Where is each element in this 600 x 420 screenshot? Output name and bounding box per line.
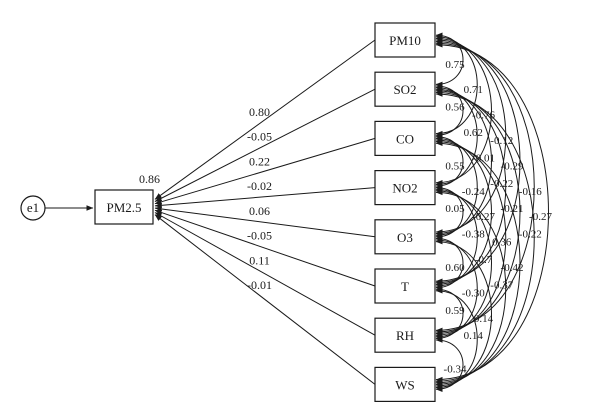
correlation-value-so2-no2: 0.62 (464, 127, 483, 139)
correlation-value-pm10-t: -0.29 (501, 160, 524, 172)
outcome-node (94, 189, 154, 225)
correlation-value-so2-t: -0.22 (490, 178, 513, 190)
path-coefficient-t: -0.05 (247, 229, 272, 243)
r-squared-label: 0.86 (139, 172, 160, 186)
correlation-value-t-rh: 0.59 (445, 305, 465, 317)
correlation-arc-pm10-ws (435, 42, 549, 383)
correlation-arcs: 0.750.71-0.76-0.12-0.29-0.16-0.270.560.6… (435, 32, 552, 392)
predictor-node-ws (374, 366, 436, 402)
correlation-arc-pm10-so2 (435, 32, 464, 88)
correlation-value-o3-ws: 0.14 (474, 313, 494, 325)
path-arrow-ws (154, 214, 376, 385)
path-arrow-no2 (154, 187, 376, 209)
correlation-arc-co-no2 (435, 134, 464, 189)
path-arrow-pm10 (154, 39, 376, 200)
correlation-value-co-ws: -0.42 (501, 262, 524, 274)
correlation-arc-so2-co (435, 83, 464, 138)
outcome-label: PM2.5 (106, 200, 141, 215)
correlation-value-pm10-o3: -0.12 (490, 135, 513, 147)
path-arrow-co (154, 137, 376, 205)
path-arrow-so2 (154, 88, 376, 202)
predictor-node-rh (374, 317, 436, 353)
path-coefficient-rh: 0.11 (249, 253, 270, 267)
correlation-arc-rh-ws (435, 337, 464, 392)
correlation-arc-t-rh (435, 286, 464, 342)
correlation-arc-co-ws (435, 140, 521, 386)
predictor-node-so2 (374, 71, 436, 107)
predictor-node-pm10 (374, 22, 436, 58)
predictor-node-t (374, 268, 436, 304)
path-coefficient-o3: 0.06 (249, 204, 270, 218)
correlation-arc-pm10-rh (435, 40, 535, 334)
correlation-value-co-o3: -0.24 (462, 186, 485, 198)
correlation-value-pm10-co: 0.71 (464, 84, 483, 96)
predictor-node-no2 (374, 170, 436, 206)
predictor-label-o3: O3 (397, 230, 413, 245)
path-coefficient-co: 0.22 (249, 154, 270, 168)
predictor-label-no2: NO2 (392, 181, 417, 196)
path-coefficient-pm10: 0.80 (249, 105, 270, 119)
path-coefficient-ws: -0.01 (247, 278, 272, 292)
predictor-label-t: T (401, 279, 409, 294)
path-arrow-rh (154, 212, 376, 336)
correlation-value-no2-t: -0.38 (462, 229, 485, 241)
correlation-arc-o3-t (435, 235, 464, 291)
correlation-value-o3-rh: -0.30 (462, 287, 485, 299)
predictor-label-co: CO (396, 131, 414, 146)
correlation-arc-so2-ws (435, 91, 535, 384)
correlation-value-co-rh: 0.36 (492, 237, 512, 249)
path-arrow-t (154, 209, 376, 287)
predictor-label-rh: RH (396, 328, 414, 343)
path-coefficient-no2: -0.02 (247, 179, 272, 193)
correlation-value-so2-o3: -0.01 (472, 152, 495, 164)
predictor-node-o3 (374, 219, 436, 255)
correlation-value-no2-rh: -0.7 (475, 254, 493, 266)
correlation-value-pm10-ws: -0.27 (529, 211, 552, 223)
correlation-value-so2-ws: -0.22 (519, 229, 542, 241)
error-term-label: e1 (27, 200, 39, 215)
path-coefficient-so2: -0.05 (247, 130, 272, 144)
predictor-label-pm10: PM10 (389, 33, 421, 48)
path-arrow-o3 (154, 206, 376, 238)
correlation-value-t-ws: 0.14 (464, 330, 484, 342)
regression-paths: 0.80 -0.05 0.22 -0.02 0.06 -0.05 0.11 -0.01 (154, 39, 376, 385)
correlation-value-so2-co: 0.56 (445, 102, 465, 114)
correlation-value-pm10-so2: 0.75 (445, 59, 465, 71)
predictor-label-so2: SO2 (393, 82, 416, 97)
correlation-value-rh-ws: -0.34 (444, 364, 467, 376)
correlation-arc-no2-o3 (435, 184, 464, 240)
predictor-node-co (374, 120, 436, 157)
correlation-value-pm10-rh: -0.16 (519, 186, 542, 198)
correlation-value-no2-o3: 0.05 (445, 203, 465, 215)
correlation-value-no2-ws: -0.37 (490, 279, 513, 291)
correlation-value-co-no2: 0.55 (445, 160, 465, 172)
correlation-value-o3-t: 0.60 (445, 262, 465, 274)
predictor-label-ws: WS (395, 377, 415, 392)
